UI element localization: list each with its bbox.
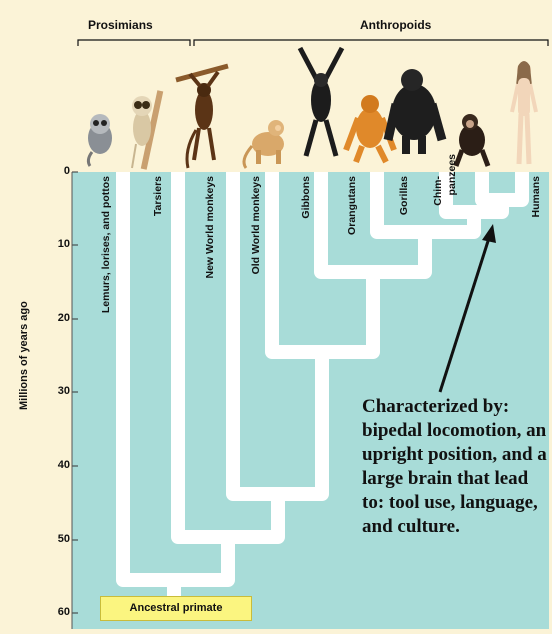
taxon-humans: Humans [530, 176, 542, 217]
anthropoids-label: Anthropoids [360, 18, 431, 32]
taxon-new-world-monkeys: New World monkeys [204, 176, 216, 279]
lemur-icon [88, 114, 112, 166]
taxon-lemurs: Lemurs, lorises, and pottos [100, 176, 112, 313]
gibbon-icon [300, 48, 342, 156]
prosimians-bracket [78, 40, 190, 46]
taxon-tarsiers: Tarsiers [152, 176, 164, 216]
tick-label: 40 [46, 459, 70, 471]
tick-label: 30 [46, 385, 70, 397]
human-traits-annotation: Characterized by: bipedal locomotion, an… [362, 395, 547, 539]
macaque-icon [244, 120, 284, 168]
chimpanzee-icon [456, 114, 488, 166]
spider-monkey-icon [176, 66, 228, 168]
taxon-old-world-monkeys: Old World monkeys [250, 176, 262, 274]
tick-label: 0 [46, 165, 70, 177]
tick-label: 50 [46, 533, 70, 545]
gorilla-icon [388, 69, 442, 154]
ancestral-primate-label: Ancestral primate [100, 596, 252, 621]
tarsier-icon [132, 90, 163, 169]
tick-label: 20 [46, 312, 70, 324]
tick-label: 10 [46, 238, 70, 250]
taxon-orangutans: Orangutans [346, 176, 358, 235]
taxon-chimpanzees-line1: Chim- [432, 176, 444, 206]
taxon-gorillas: Gorillas [398, 176, 410, 215]
tick-label: 60 [46, 606, 70, 618]
human-icon [512, 61, 536, 164]
prosimians-label: Prosimians [88, 18, 153, 32]
taxon-gibbons: Gibbons [300, 176, 312, 219]
taxon-chimpanzees-line2: panzees [446, 154, 458, 195]
anthropoids-bracket [194, 40, 548, 46]
y-axis-title: Millions of years ago [18, 301, 30, 410]
